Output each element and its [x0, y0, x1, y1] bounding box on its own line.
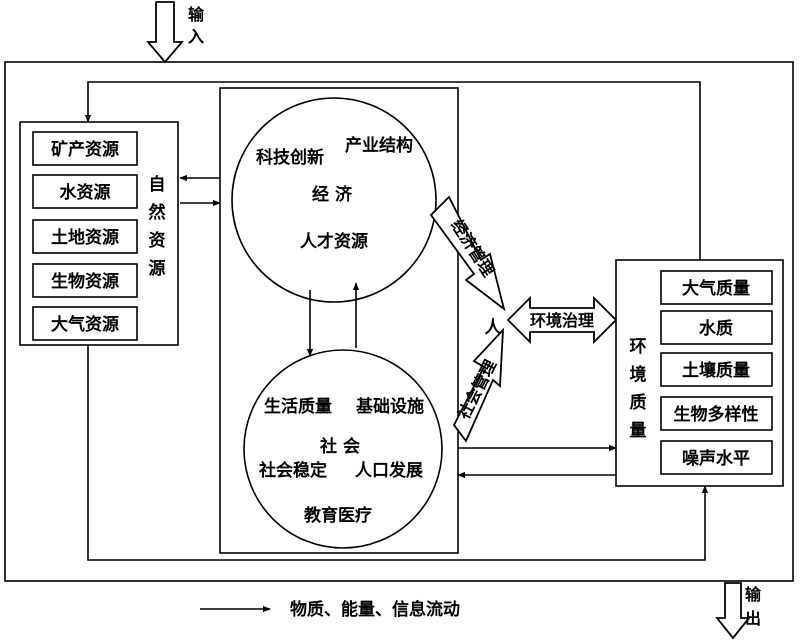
natural-resources-title-2: 然 — [149, 202, 166, 223]
natural-resources-title-3: 资 — [149, 230, 166, 251]
society-item-infrastructure: 基础设施 — [355, 396, 424, 417]
input-label-1: 输 — [188, 5, 205, 24]
society-item-quality-of-life: 生活质量 — [264, 396, 332, 417]
person-label: 人 — [485, 318, 503, 338]
env-item-water-quality — [660, 310, 773, 345]
env-item-noise-level-label: 噪声水平 — [682, 448, 750, 469]
env-item-air-quality — [660, 270, 773, 305]
society-circle — [243, 349, 443, 549]
economic-management-arrow: 经济管理 — [429, 195, 506, 312]
natural-resources-title-1: 自 — [149, 174, 166, 195]
environment-quality-box: 环 境 质 量 大气质量 水质 土壤质量 生物多样性 噪声水平 — [615, 259, 784, 487]
society-item-stability: 社会稳定 — [258, 460, 327, 481]
env-item-air-quality-label: 大气质量 — [682, 278, 750, 299]
economy-item-tech-innovation: 科技创新 — [256, 147, 324, 168]
resource-item-atmosphere-label: 大气资源 — [51, 314, 119, 335]
environment-quality-title-3: 质 — [630, 393, 647, 413]
economy-item-talent: 人才资源 — [300, 231, 368, 252]
env-item-water-quality-label: 水质 — [699, 318, 733, 339]
resource-item-mineral — [32, 131, 138, 166]
input-arrow — [146, 1, 184, 64]
output-label-1: 输 — [745, 585, 762, 604]
env-item-soil-quality — [660, 352, 773, 387]
central-panel — [219, 87, 459, 554]
output-arrow — [715, 582, 751, 640]
bottom-feedback-line — [87, 345, 709, 561]
natural-resources-box: 矿产资源 水资源 土地资源 生物资源 大气资源 自 然 资 源 — [19, 121, 179, 346]
env-item-biodiversity-label: 生物多样性 — [674, 404, 759, 425]
input-label-2: 入 — [188, 27, 204, 46]
resource-item-water — [32, 174, 138, 209]
output-label-2: 出 — [745, 609, 761, 628]
resource-item-biological — [32, 263, 138, 298]
env-item-noise-level — [660, 440, 773, 475]
legend: 物质、能量、信息流动 — [200, 599, 460, 620]
environment-quality-title-2: 境 — [630, 364, 647, 385]
resource-item-biological-label: 生物资源 — [51, 271, 119, 292]
env-item-biodiversity — [660, 396, 773, 431]
resource-item-atmosphere — [32, 306, 138, 341]
economy-item-industrial-structure: 产业结构 — [345, 135, 413, 156]
resource-item-water-label: 水资源 — [60, 182, 111, 203]
environment-quality-title-4: 量 — [630, 420, 647, 441]
top-feedback-line — [84, 81, 701, 260]
resource-item-land — [32, 219, 138, 254]
environmental-governance-label: 环境治理 — [530, 311, 594, 330]
legend-label: 物质、能量、信息流动 — [290, 599, 460, 620]
natural-resources-title-4: 源 — [149, 258, 166, 279]
society-center-label: 社 会 — [319, 436, 360, 457]
resource-item-land-label: 土地资源 — [51, 227, 119, 248]
social-management-arrow: 社会管理 — [452, 327, 505, 443]
society-item-education-health: 教育医疗 — [303, 505, 372, 526]
economy-center-label: 经 济 — [312, 184, 353, 205]
resource-item-mineral-label: 矿产资源 — [51, 139, 119, 160]
environment-quality-title-1: 环 — [630, 337, 647, 357]
economy-circle — [231, 97, 437, 303]
env-item-soil-quality-label: 土壤质量 — [682, 360, 750, 381]
society-item-population: 人口发展 — [355, 460, 423, 481]
environmental-governance-arrow: 环境治理 — [506, 295, 618, 345]
system-boundary — [4, 61, 794, 582]
